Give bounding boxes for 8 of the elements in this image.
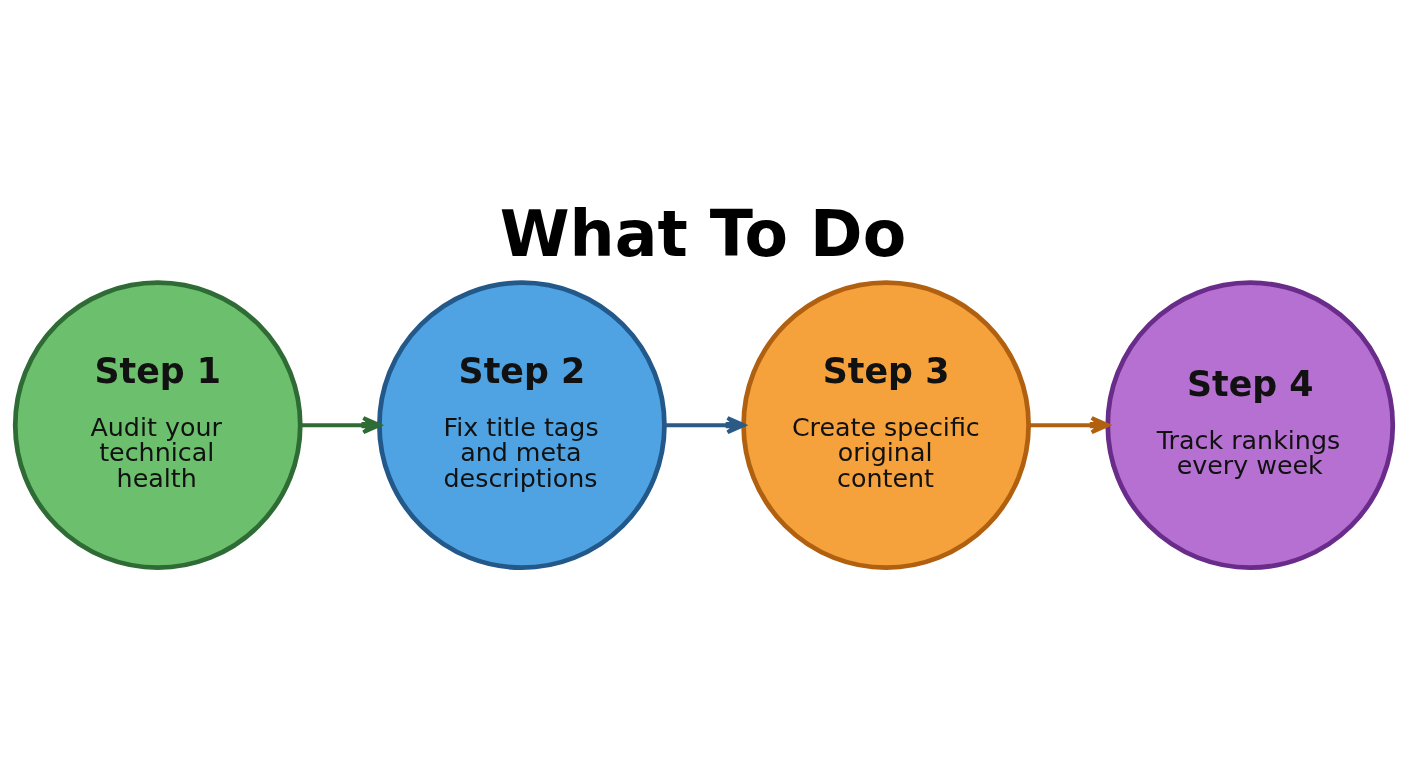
arrow: [1028, 416, 1110, 435]
diagram-title: What To Do: [499, 196, 907, 271]
node-circle: Step 2 Fix title tags and meta descriptions: [377, 280, 667, 571]
node-circle: Step 3 Create specific original content: [741, 280, 1031, 571]
node-circle: Step 1 Audit your technical health: [12, 280, 303, 571]
arrow: [300, 416, 382, 435]
node-circle: Step 4 Track rankings every week: [1105, 280, 1396, 571]
arrow: [664, 416, 746, 435]
